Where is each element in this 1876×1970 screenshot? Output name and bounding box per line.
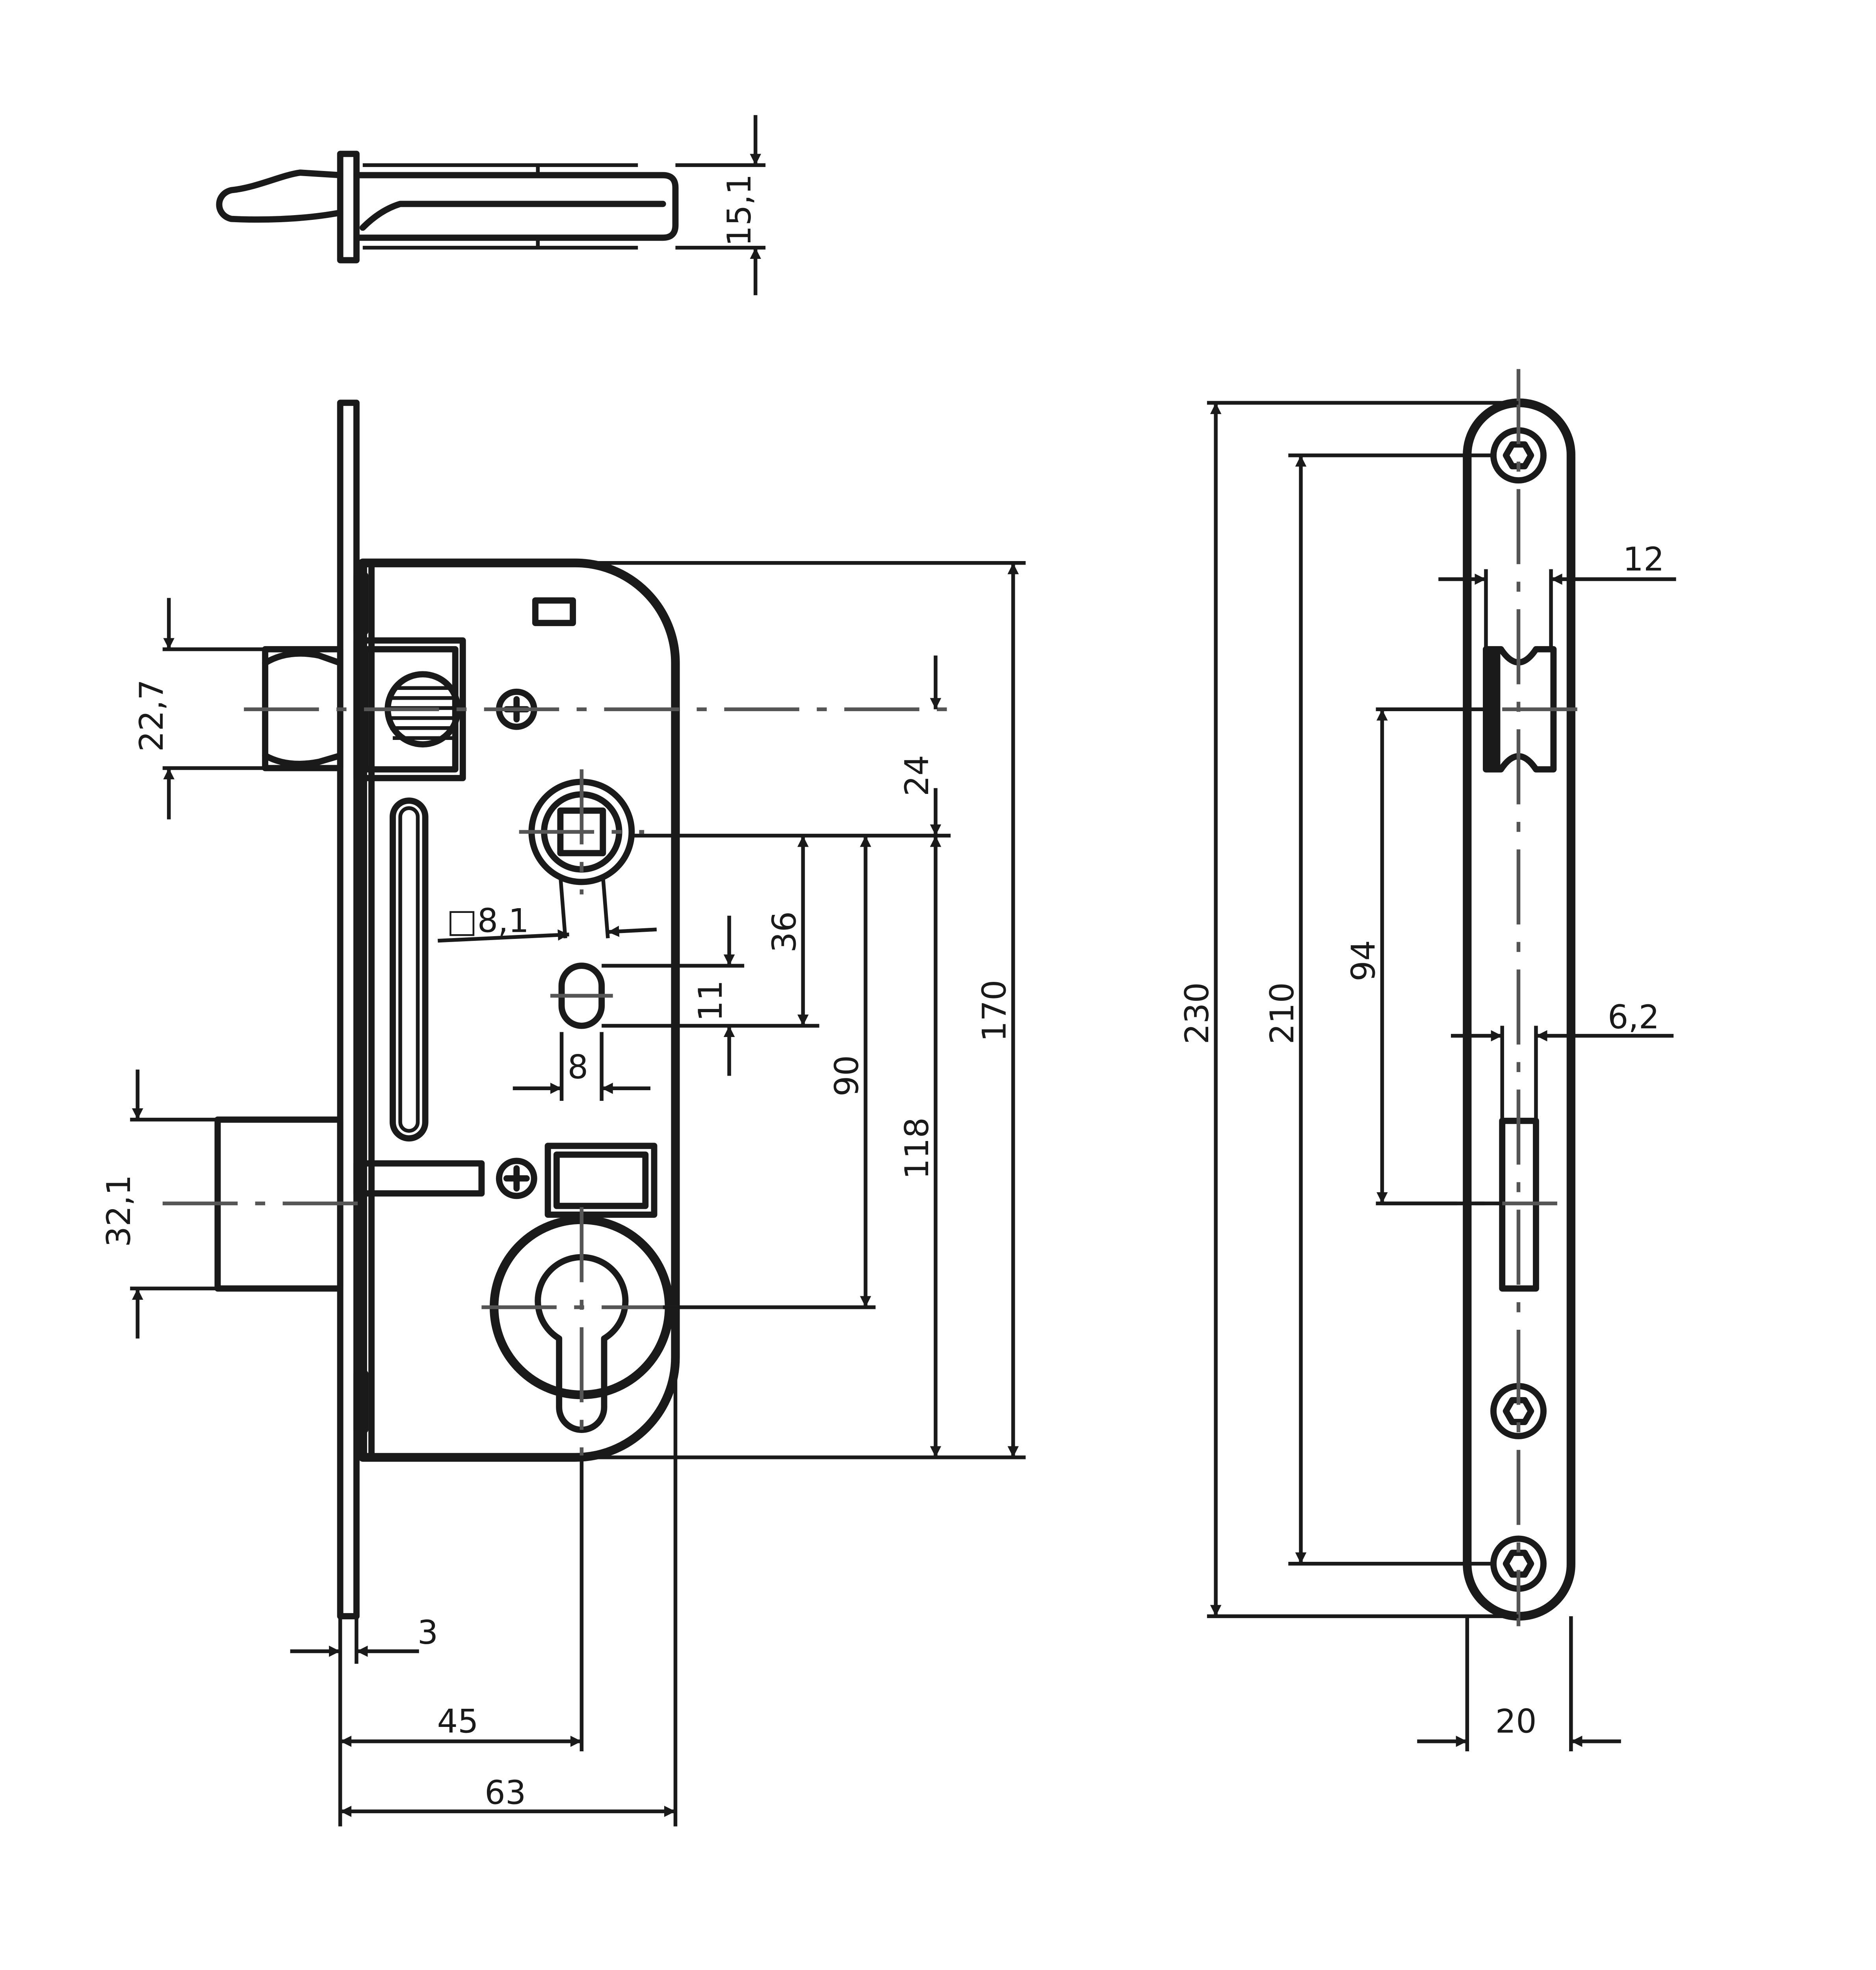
latch-opening	[1482, 646, 1557, 773]
dim-11: 11	[692, 980, 730, 1021]
front-view: 22,7 32,1 24 36 11 □8,1 8 90 118 170 3 4…	[100, 400, 1026, 1827]
top-view: 15,1	[216, 115, 766, 296]
dim-24: 24	[898, 755, 936, 796]
dim-square-8-1: □8,1	[447, 902, 529, 940]
dim-94: 94	[1345, 940, 1382, 981]
top-view-latch-tongue	[216, 169, 344, 223]
top-view-faceplate	[337, 151, 360, 264]
guide-pin	[353, 1160, 485, 1197]
dim-3: 3	[418, 1614, 438, 1652]
dim-32-1: 32,1	[100, 1175, 138, 1247]
side-view: 230 210 94 12 6,2 20	[1178, 369, 1676, 1751]
dim-12: 12	[1623, 541, 1664, 578]
dim-6-2: 6,2	[1608, 998, 1659, 1036]
dim-22-7: 22,7	[133, 679, 171, 752]
dim-20: 20	[1495, 1702, 1537, 1740]
window-rect	[544, 1143, 658, 1218]
long-slot	[390, 797, 429, 1142]
dim-118: 118	[898, 1117, 936, 1180]
dim-63: 63	[485, 1774, 526, 1812]
dim-90: 90	[828, 1055, 866, 1097]
dim-210: 210	[1263, 982, 1301, 1044]
faceplate	[337, 400, 360, 1620]
screw-bottom	[496, 1158, 537, 1199]
dim-36: 36	[765, 911, 803, 953]
dim-8: 8	[568, 1048, 589, 1086]
dim-15-1: 15,1	[721, 174, 758, 247]
dim-230: 230	[1178, 982, 1216, 1044]
top-view-case	[353, 172, 679, 241]
dim-170: 170	[976, 980, 1014, 1042]
top-slot	[532, 597, 576, 626]
dim-45: 45	[437, 1702, 479, 1740]
